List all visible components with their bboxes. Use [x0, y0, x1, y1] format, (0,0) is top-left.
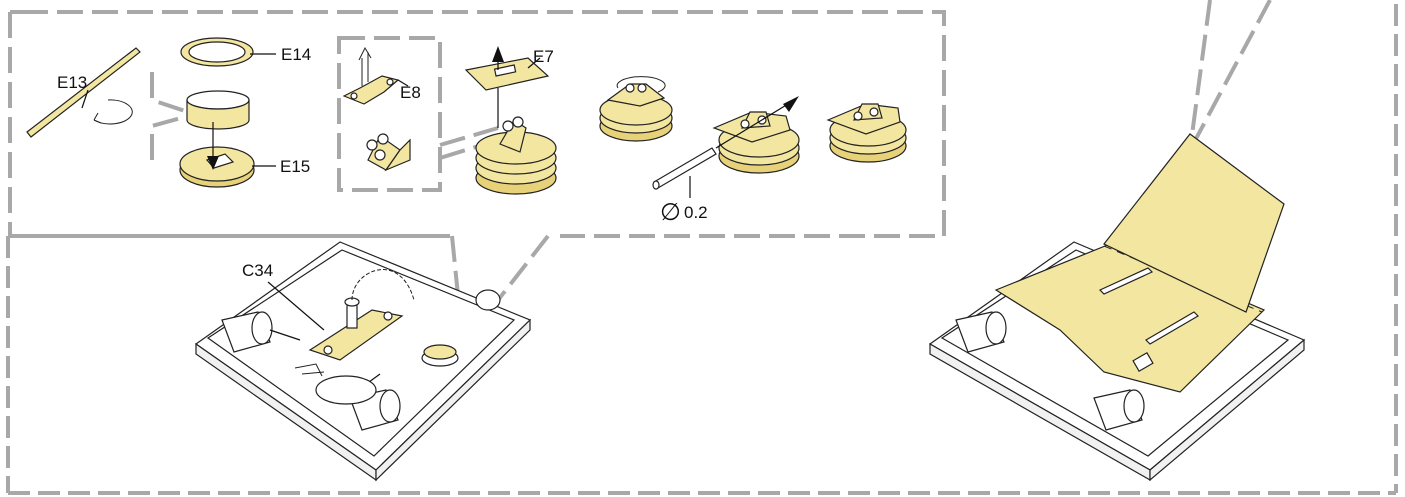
- label-e7: E7: [533, 47, 554, 66]
- label-c34: C34: [242, 261, 273, 280]
- label-e14: E14: [281, 45, 311, 64]
- label-diameter: 0.2: [684, 203, 708, 222]
- part-e15-cap: [180, 122, 276, 187]
- part-e14-ring: [181, 38, 276, 66]
- part-reel-pin: [653, 96, 799, 198]
- part-reel-finished: [828, 104, 906, 162]
- part-reel-rotate: [600, 77, 672, 141]
- part-rod: [653, 148, 716, 189]
- label-e15: E15: [280, 157, 310, 176]
- part-e8-bracket: [344, 48, 408, 104]
- label-e8: E8: [400, 83, 421, 102]
- part-sleeve: [187, 91, 249, 129]
- label-diameter-symbol: ∅: [660, 199, 681, 226]
- e13-bracket: [152, 72, 188, 160]
- base-assembly-right: [930, 134, 1304, 480]
- label-e13: E13: [57, 73, 87, 92]
- part-e13-strip: [27, 48, 140, 137]
- part-e8-fold: [367, 134, 410, 170]
